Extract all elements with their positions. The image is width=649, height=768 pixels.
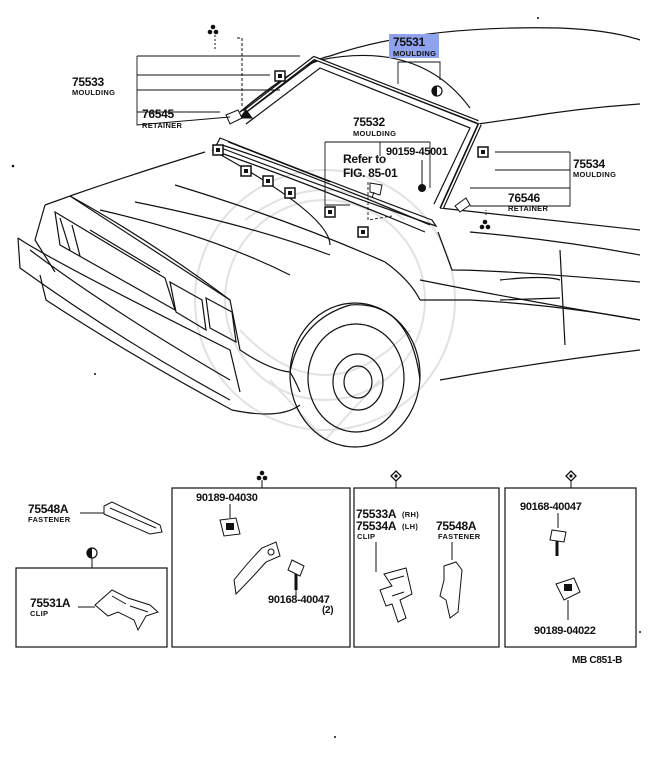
windshield-moulding-upper[interactable] — [239, 55, 479, 124]
retainer-clip-right[interactable] — [454, 197, 471, 213]
svg-text:FIG. 85-01: FIG. 85-01 — [343, 166, 398, 180]
detail-retainer-bracket[interactable] — [233, 541, 281, 596]
svg-text:(2): (2) — [322, 605, 333, 616]
svg-text:75533A: 75533A — [356, 507, 397, 521]
svg-text:MOULDING: MOULDING — [573, 170, 616, 179]
refer-to-fig[interactable]: Refer to FIG. 85-01 — [343, 152, 398, 180]
svg-text:RETAINER: RETAINER — [508, 204, 548, 213]
windshield-moulding-side[interactable] — [440, 123, 482, 209]
detail-90189-04022[interactable]: 90189-04022 — [534, 577, 596, 637]
detail-75548a-fastener-box3[interactable]: 75548A FASTENER — [436, 519, 481, 619]
detail-90189-04030[interactable]: 90189-04030 — [196, 492, 258, 537]
svg-text:90189-04030: 90189-04030 — [196, 492, 258, 504]
svg-text:76545: 76545 — [142, 107, 174, 121]
svg-text:75534A: 75534A — [356, 519, 397, 533]
svg-text:FASTENER: FASTENER — [438, 532, 481, 541]
three-dot-symbol — [207, 24, 219, 35]
svg-text:90159-45001: 90159-45001 — [386, 146, 448, 158]
callout-75534[interactable]: 75534 MOULDING — [573, 157, 616, 179]
detail-75531a-clip[interactable]: 75531A CLIP — [30, 589, 159, 632]
svg-text:CLIP: CLIP — [357, 532, 375, 541]
svg-text:75531: 75531 — [393, 35, 425, 49]
callout-76545[interactable]: 76545 RETAINER — [142, 107, 182, 130]
detail-box-clip — [353, 487, 500, 648]
car-body-outline — [17, 27, 641, 448]
svg-text:Refer to: Refer to — [343, 152, 386, 166]
retainer-clip-left[interactable] — [225, 109, 243, 125]
svg-text:75533: 75533 — [72, 75, 104, 89]
grommet-part[interactable] — [418, 160, 426, 192]
svg-text:76546: 76546 — [508, 191, 540, 205]
detail-75533a-75534a-clip[interactable]: 75533A (RH) 75534A (LH) CLIP — [356, 507, 419, 623]
half-dot-symbol — [86, 547, 98, 559]
windshield-moulding-lower[interactable] — [215, 137, 438, 228]
figure-code: MB C851-B — [572, 655, 622, 666]
svg-text:75548A: 75548A — [28, 502, 69, 516]
detail-box-retainer — [171, 487, 351, 648]
svg-text:75532: 75532 — [353, 115, 385, 129]
svg-text:75534: 75534 — [573, 157, 605, 171]
diamond-symbol — [390, 470, 402, 482]
svg-text:(RH): (RH) — [402, 510, 419, 519]
callout-leaders — [136, 55, 571, 221]
detail-90168-40047[interactable]: 90168-40047 — [520, 501, 582, 556]
svg-text:75548A: 75548A — [436, 519, 477, 533]
callout-75533[interactable]: 75533 MOULDING — [72, 75, 115, 97]
svg-text:MOULDING: MOULDING — [353, 129, 396, 138]
callout-75532[interactable]: 75532 MOULDING — [353, 115, 396, 138]
detail-box-75531a — [15, 567, 168, 648]
callout-75531[interactable]: 75531 MOULDING — [393, 35, 436, 58]
diamond-symbol — [565, 470, 577, 482]
svg-text:MOULDING: MOULDING — [72, 88, 115, 97]
svg-text:RETAINER: RETAINER — [142, 121, 182, 130]
three-dot-symbol — [256, 470, 268, 481]
svg-text:(LH): (LH) — [402, 522, 418, 531]
svg-text:90189-04022: 90189-04022 — [534, 625, 596, 637]
callout-76546[interactable]: 76546 RETAINER — [508, 191, 548, 213]
three-dot-symbol — [479, 219, 491, 230]
svg-text:90168-40047: 90168-40047 — [520, 501, 582, 513]
svg-text:CLIP: CLIP — [30, 609, 48, 618]
detail-box-fasteners — [504, 487, 637, 648]
detail-90168-40047-screw[interactable]: 90168-40047 (2) — [268, 559, 334, 616]
highlight-75531 — [389, 34, 439, 58]
svg-text:75531A: 75531A — [30, 596, 71, 610]
detail-75548a-fastener[interactable]: 75548A FASTENER — [28, 501, 163, 535]
callout-90159-45001[interactable]: 90159-45001 — [386, 146, 448, 158]
svg-text:MOULDING: MOULDING — [393, 49, 436, 58]
cowl-clip[interactable] — [369, 182, 383, 199]
svg-text:90168-40047: 90168-40047 — [268, 594, 330, 606]
svg-text:FASTENER: FASTENER — [28, 515, 71, 524]
half-dot-symbol — [431, 85, 443, 97]
